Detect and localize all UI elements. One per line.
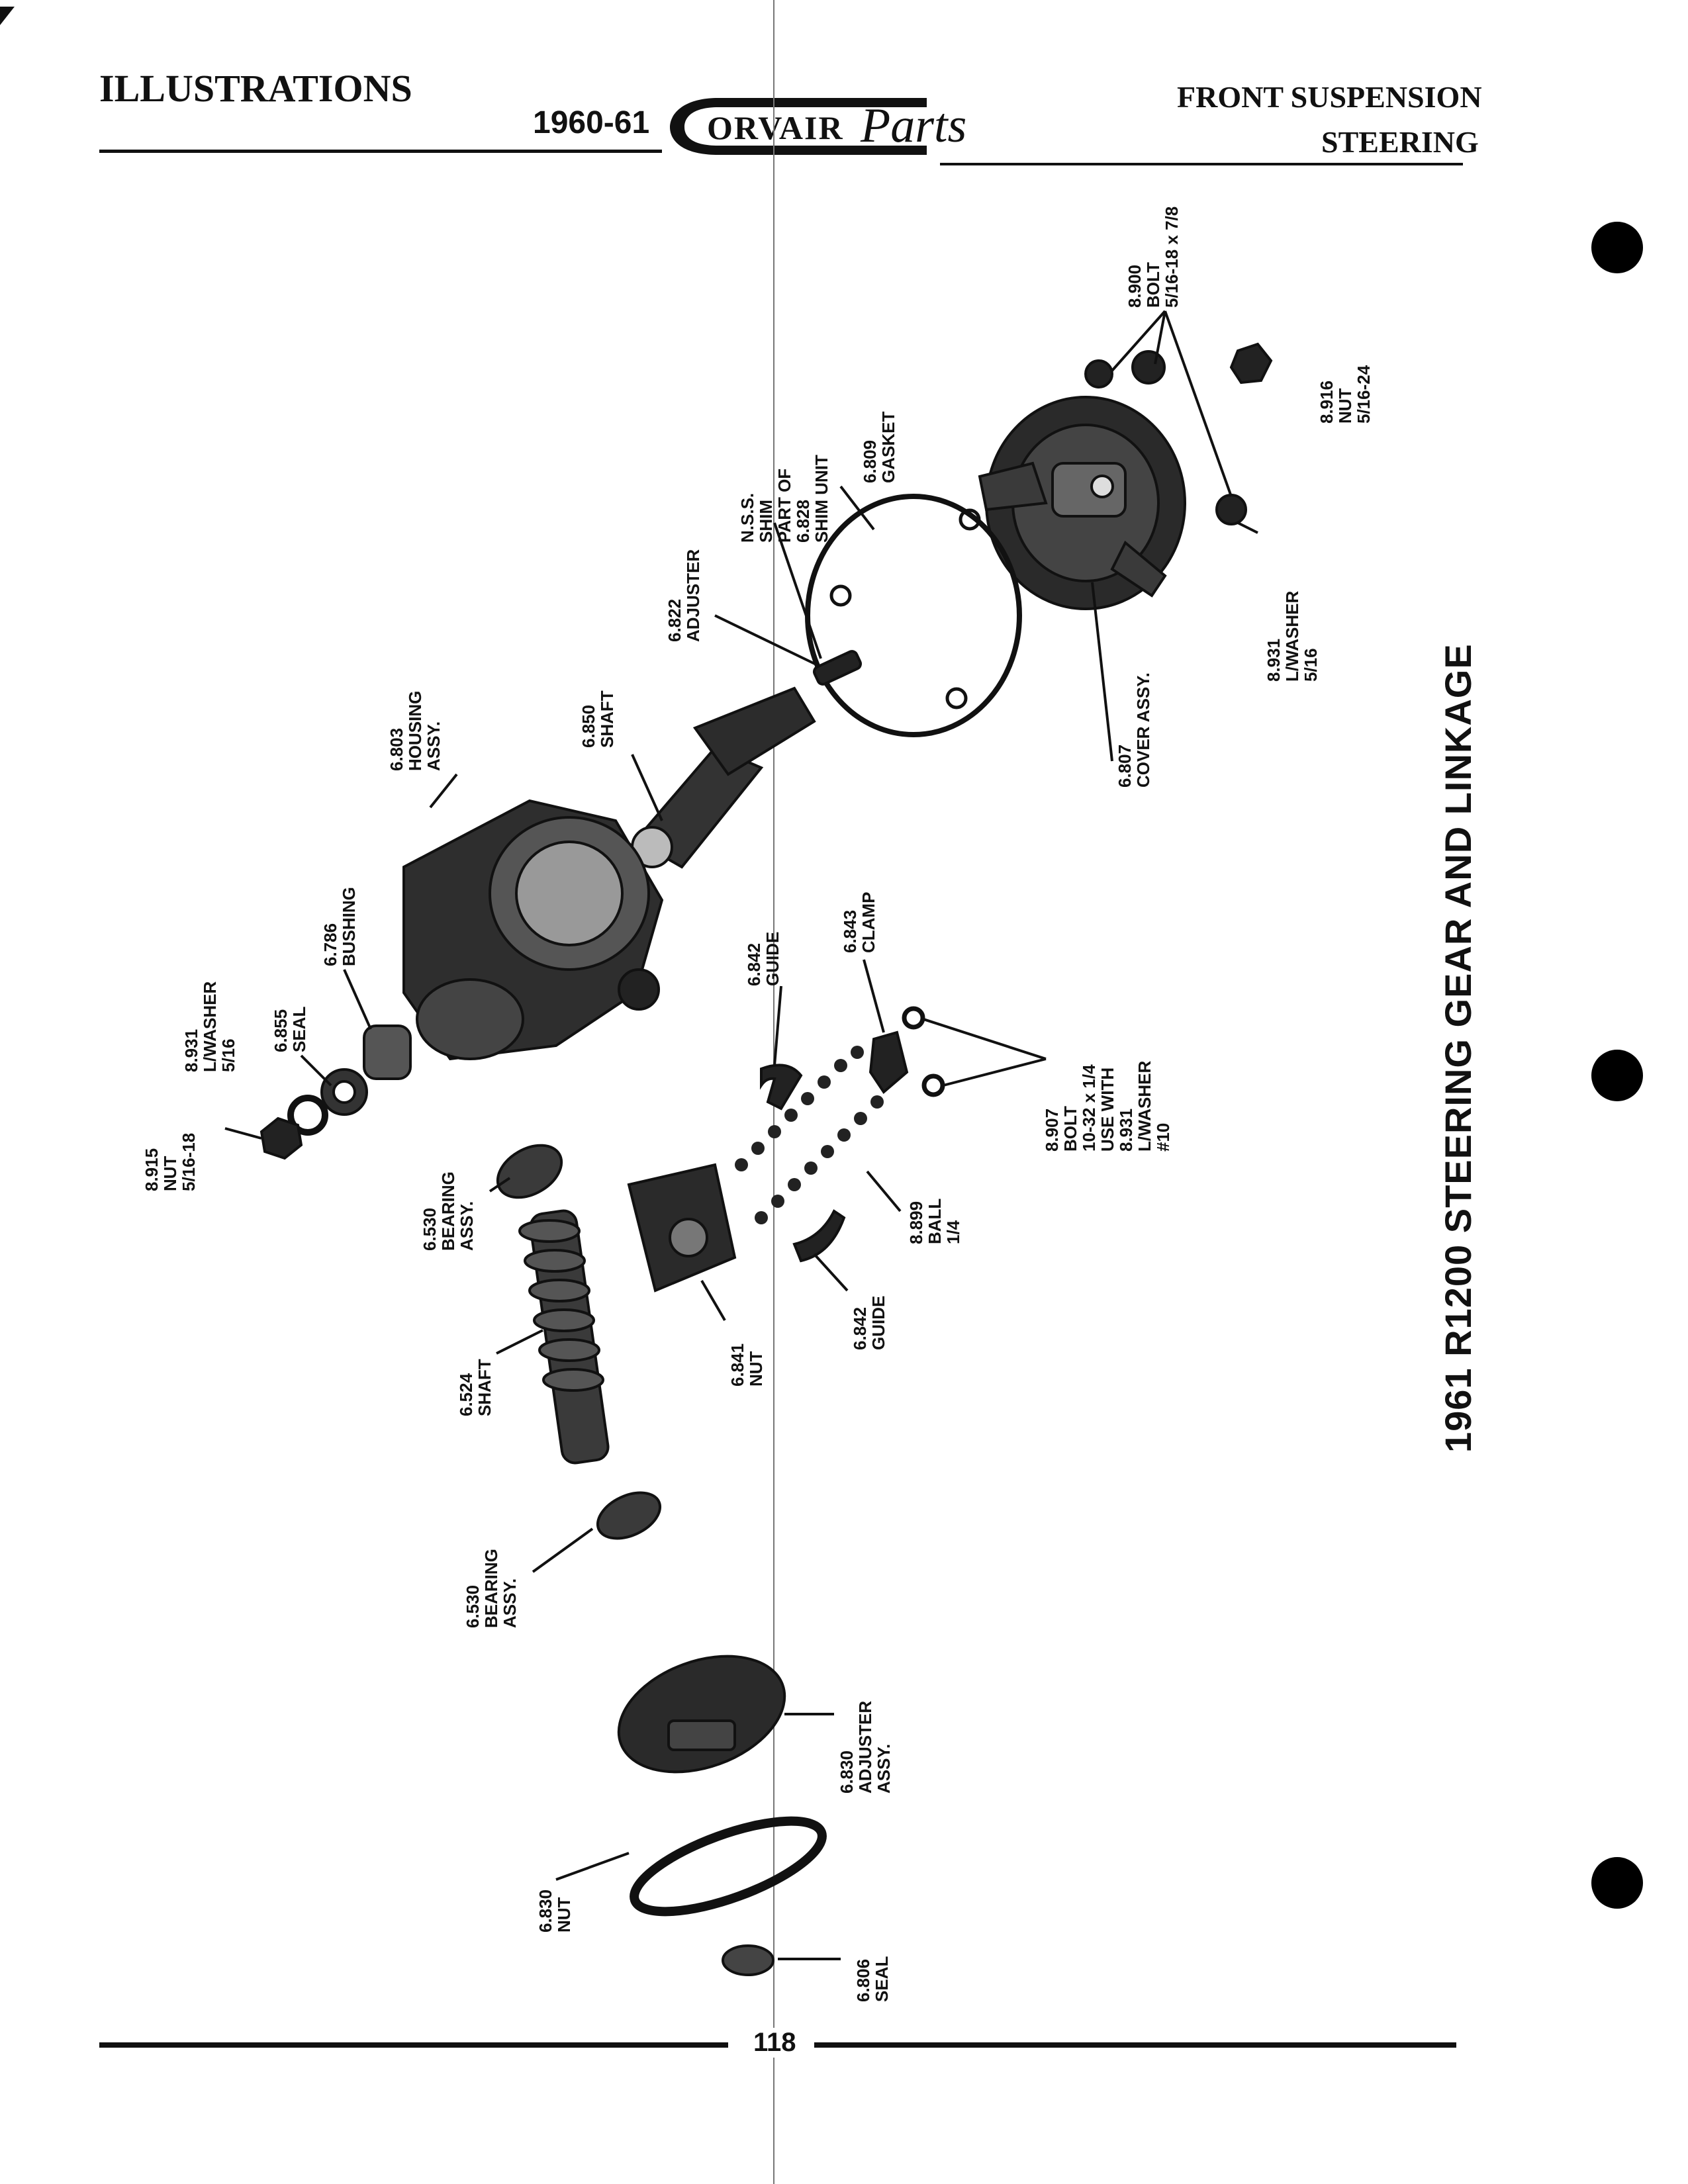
clamp-part (868, 1030, 909, 1094)
header-left-title: ILLUSTRATIONS (99, 67, 412, 110)
gasket-part (805, 494, 1022, 737)
guide-bottom-part (792, 1209, 846, 1263)
housing-assembly-part (402, 799, 664, 1061)
corner-mark (0, 7, 15, 25)
header-rule-left (99, 150, 662, 153)
sector-shaft-part (631, 686, 816, 869)
adjuster-screw-part (812, 650, 863, 686)
worm-shaft-part (518, 1209, 610, 1465)
bearing-bottom-part (596, 1491, 662, 1540)
adjuster-assembly-part (617, 1655, 786, 1774)
bearing-top-part (496, 1144, 563, 1199)
lock-nut-part (630, 1816, 827, 1917)
corvair-c-mark (670, 98, 927, 155)
brand-script: Parts (861, 99, 967, 153)
clamp-bolt-top-part (902, 1006, 925, 1030)
diagram-title: 1961 R1200 STEERING GEAR AND LINKAGE (1437, 643, 1479, 1453)
bottom-seal-part (722, 1944, 774, 1976)
bushing-part (363, 1024, 412, 1080)
corvair-logo: ORVAIR Parts (662, 93, 966, 159)
brand-name: ORVAIR (707, 109, 844, 146)
header-years: 1960-61 (533, 105, 650, 140)
binder-hole-middle (1591, 1050, 1643, 1101)
guide-top-part (760, 1064, 803, 1111)
ball-rows-part (735, 1046, 884, 1224)
cover-assembly-part (978, 396, 1186, 610)
lock-washer-part (287, 1095, 328, 1136)
page-number: 118 (749, 2028, 800, 2058)
binder-hole-top (1591, 222, 1643, 273)
header-right-title-2: STEERING (1321, 125, 1479, 159)
clamp-bolt-bottom-part (921, 1073, 945, 1097)
ball-nut-part (627, 1163, 737, 1293)
header-right-title-1: FRONT SUSPENSION (1177, 80, 1482, 114)
nut-part (259, 1116, 303, 1160)
binder-hole-bottom (1591, 1857, 1643, 1909)
leader-lines (224, 310, 1258, 1960)
header-rule-right (940, 163, 1463, 165)
